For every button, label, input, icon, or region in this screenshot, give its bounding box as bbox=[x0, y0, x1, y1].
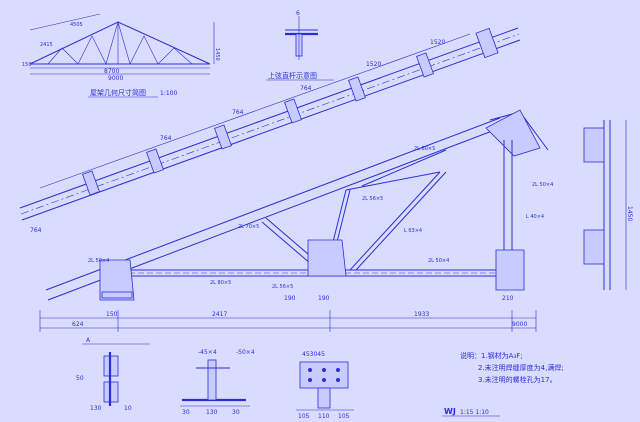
dim-bottom-9000: 9000 bbox=[512, 321, 527, 328]
member-label-5: 2L 50×4 bbox=[428, 258, 449, 264]
member-label-4: L 63×4 bbox=[404, 228, 422, 234]
dim-top-3: 764 bbox=[300, 85, 312, 92]
main-truss: 764 764 764 1520 1520 764 bbox=[19, 27, 633, 332]
bolt-plate-dim-1: 105 bbox=[298, 413, 310, 420]
drawing-scale: 1:15 1:10 bbox=[460, 409, 489, 416]
note-line-1: 说明：1.钢材为A₃F; bbox=[460, 351, 523, 360]
mini-dim-150: 150 bbox=[22, 62, 32, 68]
dim-top-5: 1520 bbox=[430, 39, 445, 46]
member-label-8: 2L 50×4 bbox=[532, 182, 553, 188]
top-chord-upper bbox=[19, 27, 519, 209]
member-label-1: 2L 50×4 bbox=[88, 258, 109, 264]
dim-top-2: 764 bbox=[232, 109, 244, 116]
dim-bottom-190a: 190 bbox=[284, 295, 296, 302]
left-section-dim-1: 130 bbox=[90, 405, 102, 412]
top-chord-lower bbox=[21, 39, 521, 221]
gusset-support bbox=[99, 259, 135, 301]
mini-dim-4505: 4505 bbox=[70, 22, 83, 28]
top-chord-section-detail: 6 上弦直杆示意图 bbox=[266, 10, 334, 81]
bolt-plate-label: 453045 bbox=[302, 351, 325, 358]
mid-section-dim-1: 30 bbox=[182, 409, 190, 416]
drawing-code: WJ bbox=[444, 407, 456, 416]
mid-section-dim-3: 30 bbox=[232, 409, 240, 416]
dim-bottom-624: 624 bbox=[72, 321, 84, 328]
mid-section-label-1: -45×4 bbox=[198, 349, 217, 356]
left-section-dim-2: 10 bbox=[124, 405, 132, 412]
section-title: 上弦直杆示意图 bbox=[268, 71, 317, 80]
note-line-3: 3.未注明的螺栓孔为17。 bbox=[478, 375, 557, 384]
mid-section-label-2: -50×4 bbox=[236, 349, 255, 356]
dim-bottom-150: 150 bbox=[106, 311, 118, 318]
top-chord-plates bbox=[82, 27, 499, 196]
gusset-mid bbox=[307, 239, 347, 277]
ridge-gusset bbox=[485, 109, 541, 157]
mini-truss-scale: 1:100 bbox=[160, 90, 177, 97]
gusset-right-bottom bbox=[495, 249, 525, 291]
dim-bottom-210: 210 bbox=[502, 295, 514, 302]
mini-web bbox=[47, 20, 193, 65]
mid-section-dim-2: 130 bbox=[206, 409, 218, 416]
dim-bottom-190b: 190 bbox=[318, 295, 330, 302]
notes-block: 说明：1.钢材为A₃F; 2.未注明焊缝厚度为4,满焊; 3.未注明的螺栓孔为1… bbox=[460, 351, 564, 384]
mini-dim-9000: 9000 bbox=[108, 75, 123, 82]
bolt-plate-dim-2: 110 bbox=[318, 413, 330, 420]
web-members bbox=[261, 140, 513, 271]
detail-bolt-plate: 453045 105 110 105 bbox=[296, 351, 354, 420]
dim-top-4: 1520 bbox=[366, 61, 381, 68]
dim-bottom-2417: 2417 bbox=[212, 311, 227, 318]
member-label-3: 2L 56×5 bbox=[272, 284, 293, 290]
detail-mid-section: -45×4 -50×4 30 130 30 bbox=[180, 349, 255, 416]
note-line-2: 2.未注明焊缝厚度为4,满焊; bbox=[478, 363, 564, 372]
dim-top-6: 764 bbox=[30, 227, 42, 234]
left-section-dim-3: 50 bbox=[76, 375, 84, 382]
mini-dim-8700: 8700 bbox=[104, 68, 119, 75]
left-section-label: A bbox=[86, 337, 91, 344]
drawing-id-block: WJ 1:15 1:10 bbox=[442, 407, 500, 417]
dim-bottom-1933: 1933 bbox=[414, 311, 429, 318]
bolt-plate-dim-3: 105 bbox=[338, 413, 350, 420]
mini-truss-title: 屋架几何尺寸简图 bbox=[90, 88, 146, 97]
dim-end-1450: 1450 bbox=[626, 206, 633, 221]
member-label-10: 2L 70×5 bbox=[238, 224, 259, 230]
member-label-6: 2L 80×5 bbox=[414, 146, 435, 152]
member-label-7: 2L 56×5 bbox=[362, 196, 383, 202]
mini-dim-1450: 1450 bbox=[214, 48, 220, 61]
detail-left-section: A 130 10 50 bbox=[76, 337, 150, 412]
mini-dim-2415: 2415 bbox=[40, 42, 53, 48]
mini-truss-diagram: 8700 9000 4505 2415 1450 150 屋架几何尺寸简图 1:… bbox=[22, 13, 220, 98]
bolt-plate bbox=[299, 361, 349, 389]
section-dim-6: 6 bbox=[296, 10, 300, 17]
dim-top-1: 764 bbox=[160, 135, 172, 142]
member-label-2: 2L 80×5 bbox=[210, 280, 231, 286]
member-label-9: L 40×4 bbox=[526, 214, 544, 220]
